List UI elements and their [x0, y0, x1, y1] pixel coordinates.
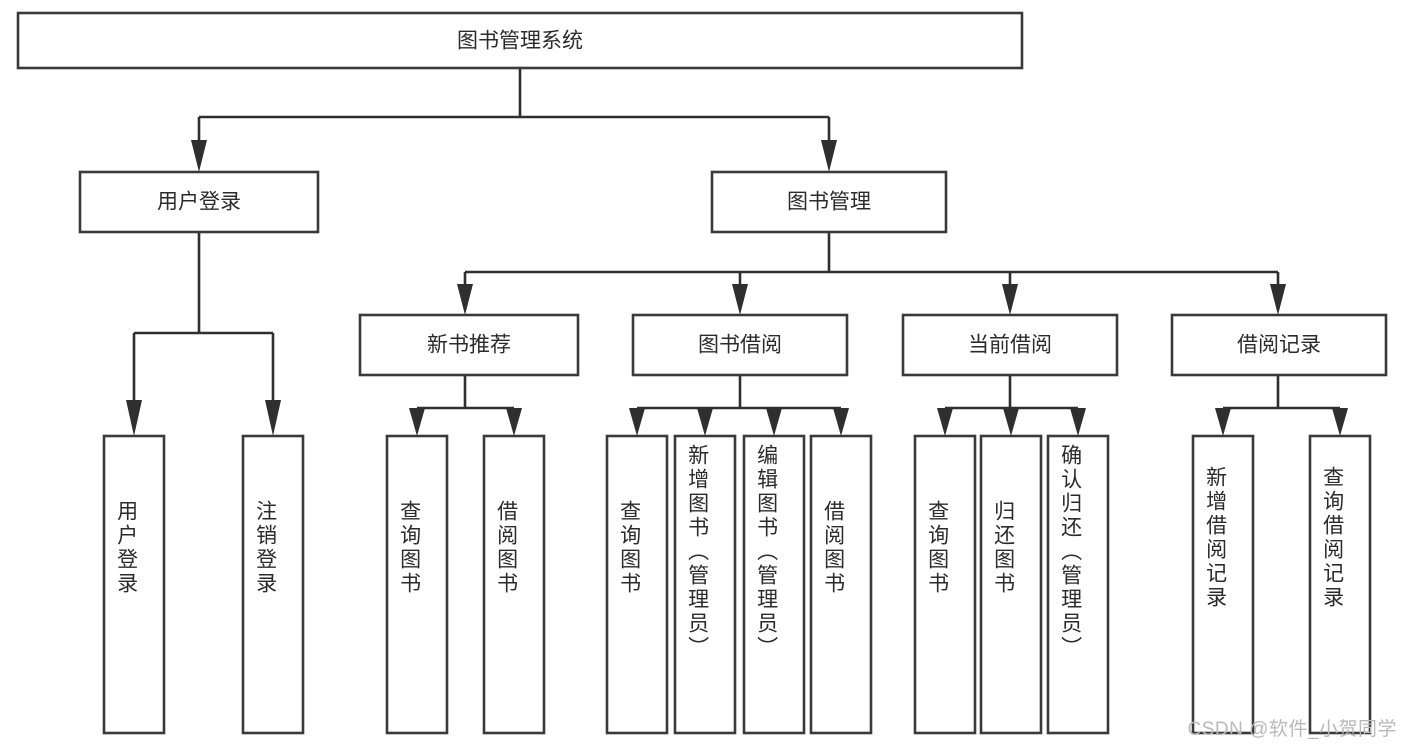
arrow-leaf-return-book [1003, 408, 1019, 436]
current-borrow-box[interactable] [901, 313, 1119, 377]
leaf-return-book-box[interactable] [979, 434, 1043, 735]
root-label: 图书管理系统 [457, 30, 583, 53]
new-book-recommend-label: 新书推荐 [427, 334, 511, 357]
node-book-management[interactable]: 图书管理 [710, 170, 948, 234]
book-management-box[interactable] [710, 170, 948, 234]
leaf-logout-label: 注销登录 [254, 500, 278, 596]
leaf-query-book-3-box[interactable] [913, 434, 977, 735]
arrow-book-management [821, 140, 837, 172]
book-borrow-label: 图书借阅 [698, 334, 782, 357]
arrow-new-book-recommend [457, 284, 473, 315]
arrow-leaf-add-book [697, 408, 713, 436]
leaf-node[interactable]: 编辑图书（管理员） [742, 434, 806, 735]
leaf-query-book-3-label: 查询图书 [926, 500, 950, 596]
leaf-query-book-2-label: 查询图书 [618, 500, 642, 596]
leaf-node[interactable]: 查询借阅记录 [1308, 434, 1372, 735]
node-user-login[interactable]: 用户登录 [78, 170, 320, 234]
borrow-record-label: 借阅记录 [1237, 334, 1321, 357]
leaf-node[interactable]: 查询图书 [913, 434, 977, 735]
leaf-node[interactable]: 确认归还（管理员） [1046, 434, 1110, 735]
borrow-record-box[interactable] [1170, 313, 1388, 377]
arrow-current-borrow [1002, 284, 1018, 315]
leaf-node[interactable]: 注销登录 [241, 434, 305, 735]
arrow-leaf-borrow-book-2 [833, 408, 849, 436]
leaf-node[interactable]: 新增图书（管理员） [673, 434, 737, 735]
edge-layer [126, 68, 1348, 436]
leaf-edit-book-box[interactable] [742, 434, 806, 735]
leaf-node[interactable]: 借阅图书 [809, 434, 873, 735]
leaf-confirm-return-label: 确认归还（管理员） [1059, 444, 1083, 660]
leaf-borrow-book-2-box[interactable] [809, 434, 873, 735]
node-book-borrow[interactable]: 图书借阅 [631, 313, 849, 377]
leaf-logout-box[interactable] [241, 434, 305, 735]
new-book-recommend-box[interactable] [358, 313, 580, 377]
node-root[interactable]: 图书管理系统 [16, 11, 1024, 70]
leaf-node[interactable]: 新增借阅记录 [1191, 434, 1255, 735]
leaf-query-book-1-box[interactable] [385, 434, 449, 735]
leaf-return-book-label: 归还图书 [992, 500, 1016, 596]
arrow-user-login [191, 140, 207, 172]
arrow-book-borrow [732, 284, 748, 315]
leaf-node[interactable]: 查询图书 [385, 434, 449, 735]
leaf-edit-book-label: 编辑图书（管理员） [755, 444, 779, 660]
book-borrow-box[interactable] [631, 313, 849, 377]
book-management-label: 图书管理 [787, 191, 871, 214]
arrow-leaf-logout [265, 400, 281, 436]
node-current-borrow[interactable]: 当前借阅 [901, 313, 1119, 377]
leaf-user-login-box[interactable] [102, 434, 166, 735]
leaf-borrow-book-1-box[interactable] [482, 434, 546, 735]
arrow-leaf-edit-book [766, 408, 782, 436]
leaf-query-record-box[interactable] [1308, 434, 1372, 735]
leaf-node[interactable]: 借阅图书 [482, 434, 546, 735]
leaf-node[interactable]: 查询图书 [605, 434, 669, 735]
leaf-user-login-label: 用户登录 [115, 500, 139, 596]
leaf-node[interactable]: 用户登录 [102, 434, 166, 735]
leaf-query-book-1-label: 查询图书 [398, 500, 422, 596]
leaf-add-book-label: 新增图书（管理员） [686, 444, 710, 660]
arrow-leaf-query-record [1332, 408, 1348, 436]
leaf-query-book-2-box[interactable] [605, 434, 669, 735]
arrow-leaf-query-book-1 [409, 408, 425, 436]
leaf-query-record-label: 查询借阅记录 [1321, 466, 1345, 610]
leaf-confirm-return-box[interactable] [1046, 434, 1110, 735]
arrow-borrow-record [1270, 284, 1286, 315]
node-new-book-recommend[interactable]: 新书推荐 [358, 313, 580, 377]
root-box[interactable] [16, 11, 1024, 70]
user-login-box[interactable] [78, 170, 320, 234]
arrow-leaf-query-book-3 [937, 408, 953, 436]
arrow-leaf-borrow-book-1 [506, 408, 522, 436]
leaf-node[interactable]: 归还图书 [979, 434, 1043, 735]
leaf-add-record-label: 新增借阅记录 [1204, 466, 1228, 610]
arrow-leaf-confirm-return [1070, 408, 1086, 436]
leaf-borrow-book-1-label: 借阅图书 [495, 500, 519, 596]
arrow-leaf-user-login [126, 400, 142, 436]
arrow-leaf-query-book-2 [629, 408, 645, 436]
arrow-leaf-add-record [1215, 408, 1231, 436]
current-borrow-label: 当前借阅 [968, 334, 1052, 357]
user-login-label: 用户登录 [157, 191, 241, 214]
leaf-add-record-box[interactable] [1191, 434, 1255, 735]
leaf-borrow-book-2-label: 借阅图书 [822, 500, 846, 596]
node-borrow-record[interactable]: 借阅记录 [1170, 313, 1388, 377]
leaf-add-book-box[interactable] [673, 434, 737, 735]
